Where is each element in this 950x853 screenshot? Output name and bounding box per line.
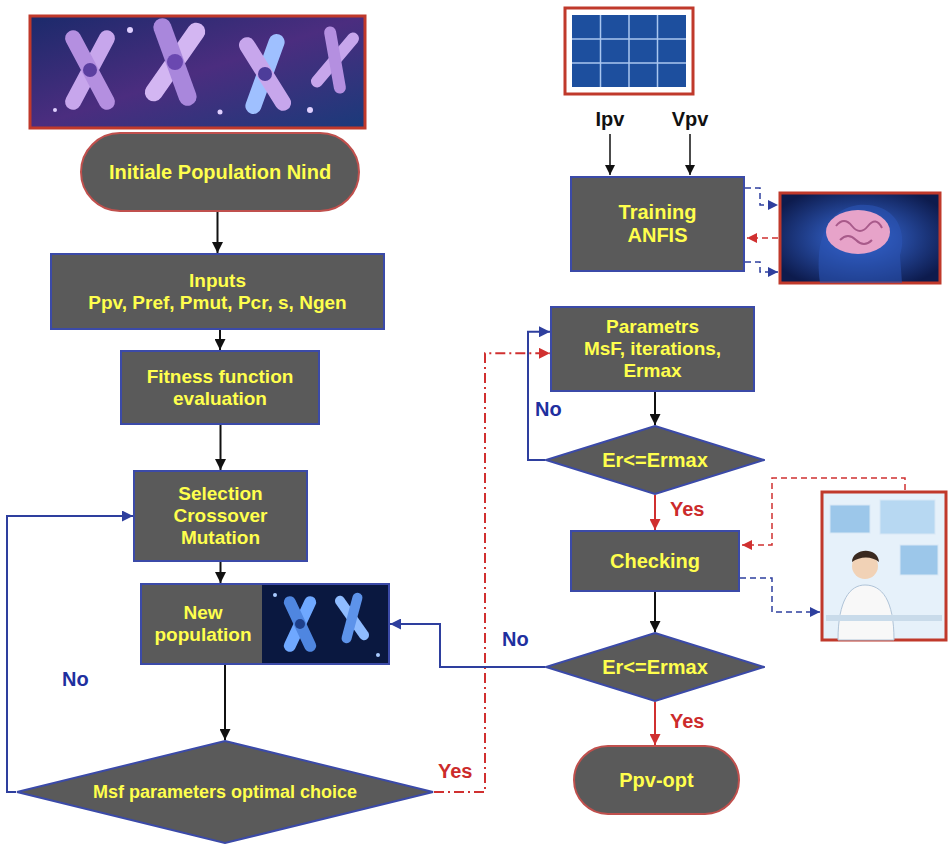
edge-label: Yes xyxy=(668,498,706,520)
signal-arrow xyxy=(610,134,690,175)
node-text: Er<=Ermax xyxy=(602,449,708,472)
flow-arrow xyxy=(528,332,550,460)
node-text: Training ANFIS xyxy=(612,201,703,247)
node-text: Ppv, Pref, Pmut, Pcr, s, Ngen xyxy=(88,292,346,314)
node-text: Inputs xyxy=(189,270,246,292)
edge-label: Yes xyxy=(436,760,474,782)
flow-arrow xyxy=(217,212,219,253)
edge-label: No xyxy=(533,398,564,420)
node-text: Ppv-opt xyxy=(619,769,693,792)
node-text: New population xyxy=(148,602,258,646)
process-box: New population xyxy=(140,583,390,665)
flow-arrow xyxy=(7,516,133,792)
flow-arrow xyxy=(654,702,656,745)
flow-arrow xyxy=(390,624,545,667)
flow-arrow xyxy=(654,592,656,632)
node-text: Selection Crossover Mutation xyxy=(143,483,298,549)
flow-arrow xyxy=(219,330,221,350)
process-box: Fitness function evaluation xyxy=(120,350,320,425)
node-text: MsF, iterations, Ermax xyxy=(558,338,747,382)
process-box: Training ANFIS xyxy=(570,176,745,272)
edge-label: No xyxy=(60,668,91,690)
brain-picture xyxy=(780,193,940,283)
signal-name: Vpv xyxy=(670,108,711,130)
dashed-link xyxy=(740,478,905,612)
dashed-link xyxy=(745,188,778,272)
decision-diamond: Er<=Ermax xyxy=(545,632,765,702)
solar-panel xyxy=(565,8,693,94)
engineer-picture xyxy=(822,492,946,640)
node-text: Parametrs xyxy=(606,316,699,338)
flow-arrow xyxy=(220,562,222,583)
signal-name: Ipv xyxy=(594,108,627,130)
flow-arrow xyxy=(654,392,656,425)
terminal-pill: Initiale Population Nind xyxy=(80,132,360,212)
node-text: Er<=Ermax xyxy=(602,656,708,679)
chromosome-picture xyxy=(30,16,365,128)
process-box: Checking xyxy=(570,530,740,592)
decision-diamond: Er<=Ermax xyxy=(545,425,765,495)
edge-label: Yes xyxy=(668,710,706,732)
node-text: Fitness function evaluation xyxy=(130,366,310,410)
process-box: Selection Crossover Mutation xyxy=(133,470,308,562)
flow-arrow xyxy=(654,495,656,530)
decision-diamond: Msf parameters optimal choice xyxy=(16,740,434,844)
node-text: Initiale Population Nind xyxy=(109,161,331,184)
process-box: ParametrsMsF, iterations, Ermax xyxy=(550,306,755,392)
process-box: InputsPpv, Pref, Pmut, Pcr, s, Ngen xyxy=(50,253,385,330)
flow-arrow xyxy=(224,665,226,740)
edge-label: No xyxy=(500,628,531,650)
flow-arrow xyxy=(220,425,222,470)
node-text: Checking xyxy=(610,550,700,573)
terminal-pill: Ppv-opt xyxy=(573,745,740,815)
node-text: Msf parameters optimal choice xyxy=(93,782,357,803)
